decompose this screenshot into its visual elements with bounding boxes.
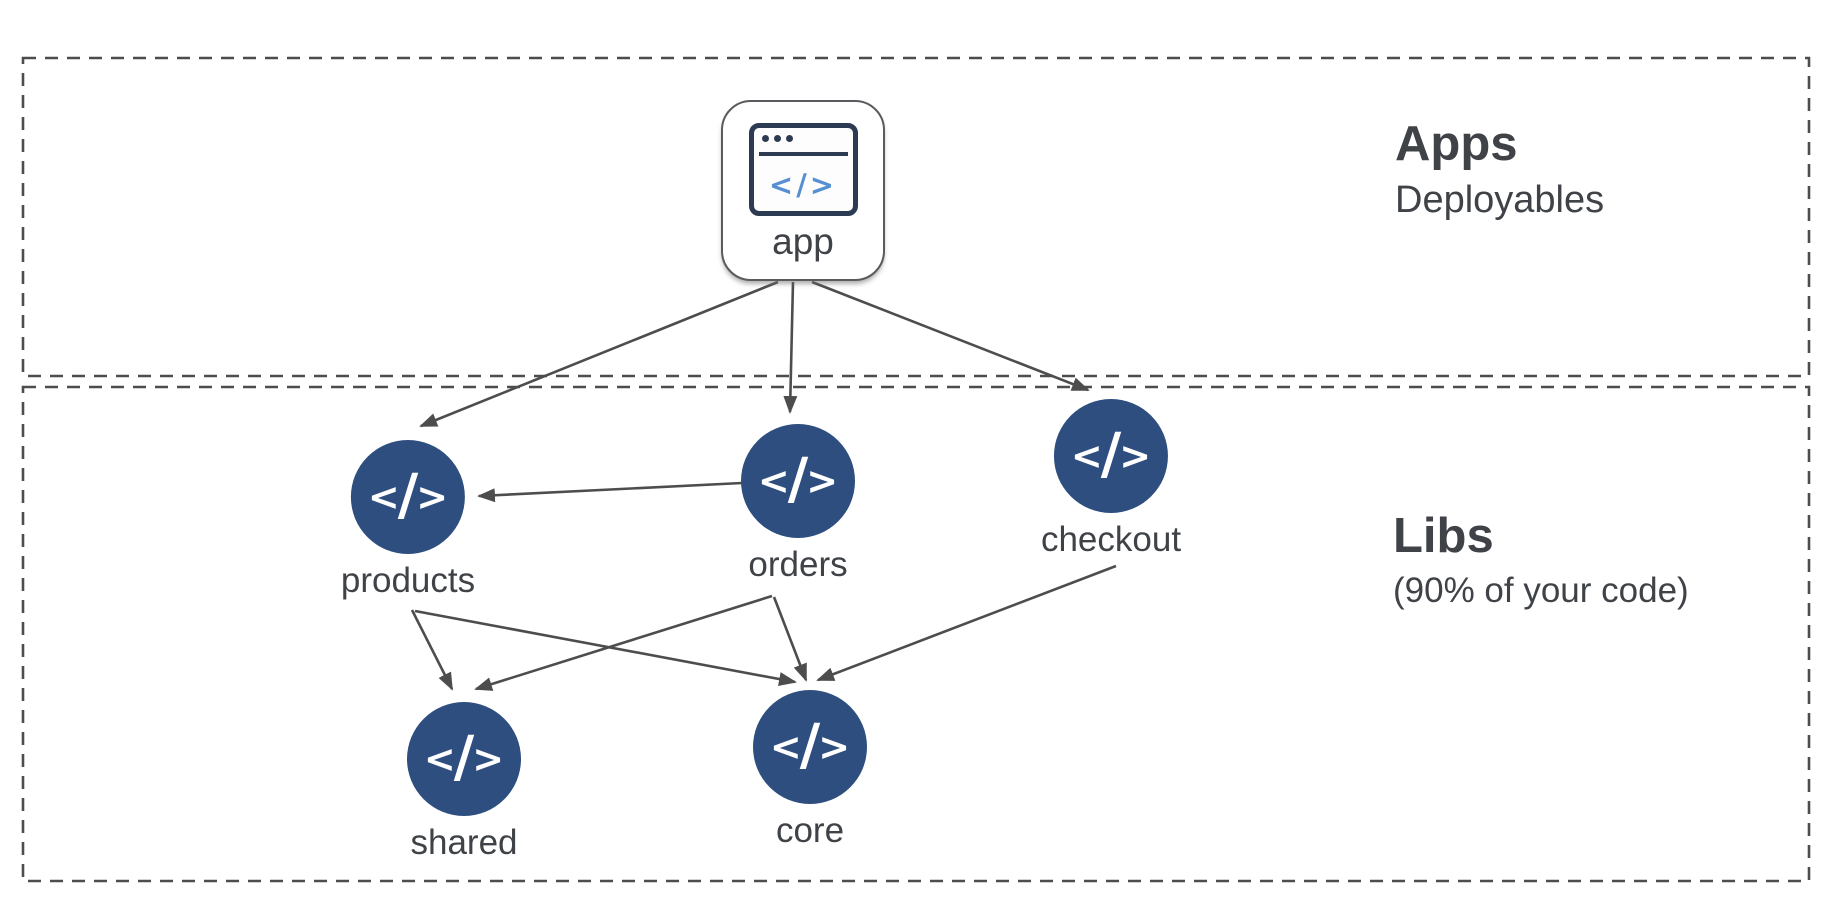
node-products: </> products	[341, 440, 475, 598]
browser-code-icon: </>	[748, 123, 858, 216]
code-glyph: </>	[768, 167, 838, 202]
libs-title: Libs	[1393, 509, 1494, 563]
edge-orders-shared	[474, 594, 773, 691]
code-icon: </>	[351, 440, 465, 554]
node-label: checkout	[1040, 520, 1182, 559]
apps-title: Apps	[1395, 117, 1518, 171]
libs-subtitle: (90% of your code)	[1393, 571, 1689, 611]
node-shared: </> shared	[407, 702, 521, 860]
apps-section-label: Apps Deployables	[1395, 116, 1604, 222]
node-label: shared	[410, 823, 518, 862]
browser-dots-icon	[761, 135, 793, 142]
libs-section-box	[21, 385, 1811, 883]
edge-orders-products	[477, 481, 743, 503]
edge-products-core	[414, 609, 797, 686]
node-label: core	[775, 811, 845, 850]
edge-app-products	[419, 280, 779, 428]
libs-section-label: Libs (90% of your code)	[1393, 508, 1689, 611]
code-icon: </>	[407, 702, 521, 816]
edge-app-checkout	[811, 280, 1090, 392]
node-orders: </> orders	[741, 424, 855, 582]
code-icon: </>	[741, 424, 855, 538]
node-checkout: </> checkout	[1041, 399, 1181, 557]
edge-products-shared	[410, 609, 454, 691]
node-label: app	[772, 221, 834, 262]
edge-checkout-core	[816, 564, 1117, 682]
node-label: orders	[748, 545, 848, 584]
code-icon: </>	[753, 690, 867, 804]
edge-app-orders	[783, 281, 798, 414]
node-core: </> core	[753, 690, 867, 848]
node-app: </> app	[721, 100, 885, 281]
code-icon: </>	[1054, 399, 1168, 513]
apps-subtitle: Deployables	[1395, 179, 1605, 222]
edge-orders-core	[772, 596, 808, 682]
browser-toolbar-line	[758, 152, 848, 156]
node-label: products	[340, 561, 476, 600]
